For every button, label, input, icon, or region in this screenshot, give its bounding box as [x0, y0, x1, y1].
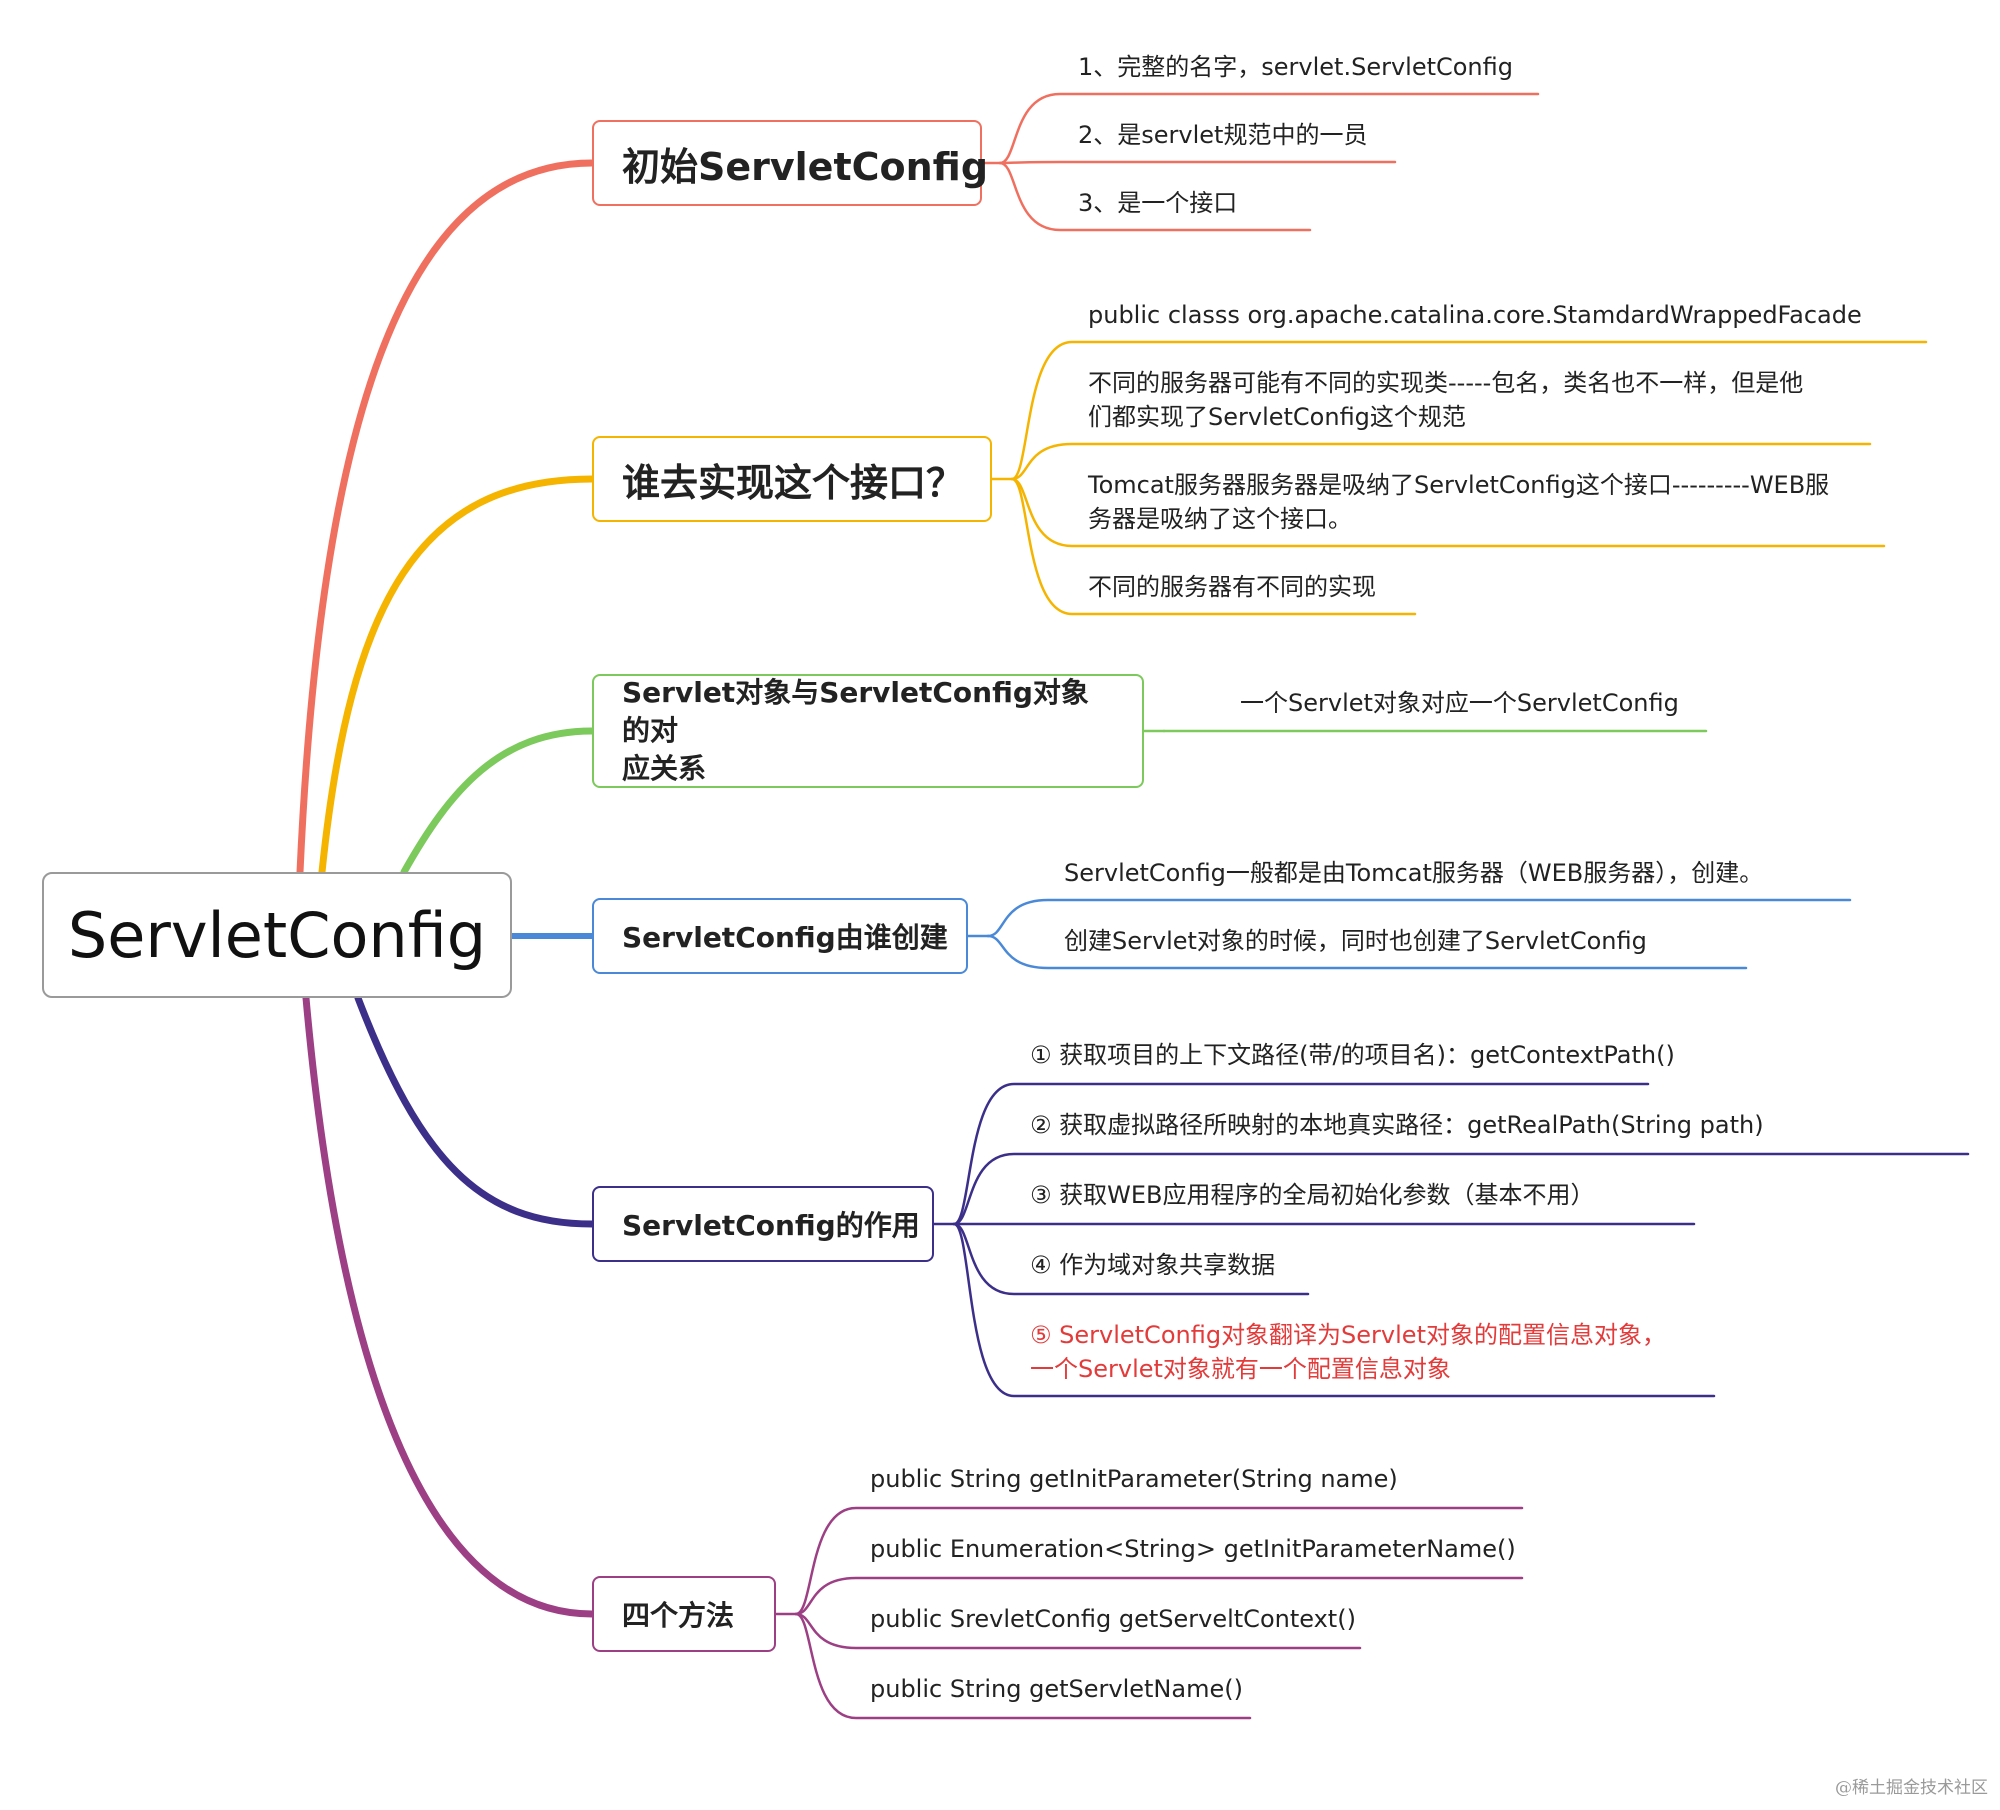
leaf-different-impl-classes: 不同的服务器可能有不同的实现类-----包名，类名也不一样，但是他 们都实现了S…: [1088, 369, 1804, 431]
leaf-context-path: ① 获取项目的上下文路径(带/的项目名)：getContextPath(): [1030, 1041, 1675, 1069]
leaf-get-servlet-name: public String getServletName(): [870, 1675, 1243, 1703]
leaf-domain-object: ④ 作为域对象共享数据: [1030, 1251, 1276, 1279]
leaf-one-to-one: 一个Servlet对象对应一个ServletConfig: [1240, 689, 1679, 717]
trunk-connector-2: [318, 475, 596, 876]
leaf-connector-5-4: [952, 1222, 1310, 1296]
trunk-connector-3: [400, 727, 596, 876]
leaf-connector-5-2: [952, 1152, 1970, 1226]
leaf-connector-6-3: [794, 1612, 1362, 1650]
central-topic[interactable]: ServletConfig: [42, 872, 512, 998]
leaf-tomcat-implements: Tomcat服务器服务器是吸纳了ServletConfig这个接口-------…: [1088, 471, 1830, 533]
topic-who-creates[interactable]: ServletConfig由谁创建: [592, 898, 968, 974]
leaf-connector-5-1: [952, 1082, 1650, 1226]
leaf-implementation-class: public classs org.apache.catalina.core.S…: [1088, 301, 1862, 329]
leaf-get-servelt-context: public SrevletConfig getServeltContext(): [870, 1605, 1356, 1633]
leaf-connector-2-1: [1010, 340, 1928, 481]
leaf-full-name: 1、完整的名字，servlet.ServletConfig: [1078, 53, 1513, 81]
topic-purpose[interactable]: ServletConfig的作用: [592, 1186, 934, 1262]
leaf-init-params: ③ 获取WEB应用程序的全局初始化参数（基本不用）: [1030, 1181, 1595, 1209]
topic-init-servletconfig[interactable]: 初始ServletConfig: [592, 120, 988, 206]
leaf-connector-2-4: [1010, 477, 1417, 616]
leaf-connector-4-2: [986, 934, 1748, 970]
leaf-created-by-tomcat: ServletConfig一般都是由Tomcat服务器（WEB服务器），创建。: [1064, 859, 1764, 887]
leaf-get-init-parameter-name: public Enumeration<String> getInitParame…: [870, 1535, 1516, 1563]
trunk-connector-1: [296, 159, 596, 876]
topic-who-implements[interactable]: 谁去实现这个接口？: [592, 436, 992, 522]
leaf-different-servers: 不同的服务器有不同的实现: [1088, 573, 1376, 601]
leaf-connector-6-2: [794, 1576, 1524, 1616]
leaf-connector-2-2: [1010, 442, 1872, 481]
watermark: @稀土掘金技术社区: [1835, 1778, 1988, 1798]
trunk-connector-6: [302, 994, 596, 1618]
topic-object-relationship[interactable]: Servlet对象与ServletConfig对象的对 应关系: [592, 674, 1144, 788]
leaf-servlet-spec-member: 2、是servlet规范中的一员: [1078, 121, 1368, 149]
leaf-connector-1-2: [998, 160, 1397, 165]
leaf-config-info-object: ⑤ ServletConfig对象翻译为Servlet对象的配置信息对象， 一个…: [1030, 1321, 1666, 1383]
topic-four-methods[interactable]: 四个方法: [592, 1576, 776, 1652]
leaf-connector-6-4: [794, 1612, 1252, 1720]
leaf-is-interface: 3、是一个接口: [1078, 189, 1238, 217]
leaf-real-path: ② 获取虚拟路径所映射的本地真实路径：getRealPath(String pa…: [1030, 1111, 1764, 1139]
leaf-connector-6-1: [794, 1506, 1524, 1616]
trunk-connector-5: [354, 994, 596, 1228]
leaf-connector-4-1: [986, 898, 1852, 938]
leaf-connector-1-1: [998, 92, 1540, 165]
leaf-get-init-parameter: public String getInitParameter(String na…: [870, 1465, 1398, 1493]
leaf-created-with-servlet: 创建Servlet对象的时候，同时也创建了ServletConfig: [1064, 927, 1647, 955]
leaf-connector-5-5: [952, 1222, 1716, 1398]
leaf-connector-1-3: [998, 161, 1312, 232]
